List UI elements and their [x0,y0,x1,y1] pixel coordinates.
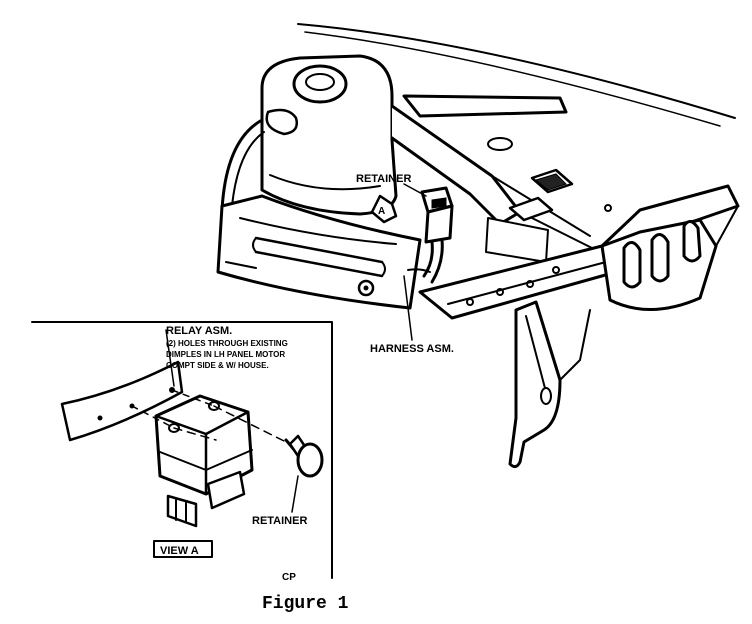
retainer-label-top: RETAINER [356,173,411,185]
view-a-inset [31,321,333,579]
drawing-code: CP [282,572,296,583]
view-a-box [153,540,213,558]
retainer-label-bottom: RETAINER [252,515,307,527]
figure-caption: Figure 1 [262,594,349,614]
view-a-label: VIEW A [160,545,199,557]
relay-note-line-2: DIMPLES IN LH PANEL MOTOR [166,350,285,359]
callout-a: A [378,206,385,217]
engine-compartment-drawing: A [216,23,740,469]
relay-label: RELAY ASM. [166,325,232,337]
relay-note-line-3: COMPT SIDE & W/ HOUSE. [166,361,269,370]
relay-note-line-1: (2) HOLES THROUGH EXISTING [166,339,288,348]
harness-label: HARNESS ASM. [370,343,454,355]
